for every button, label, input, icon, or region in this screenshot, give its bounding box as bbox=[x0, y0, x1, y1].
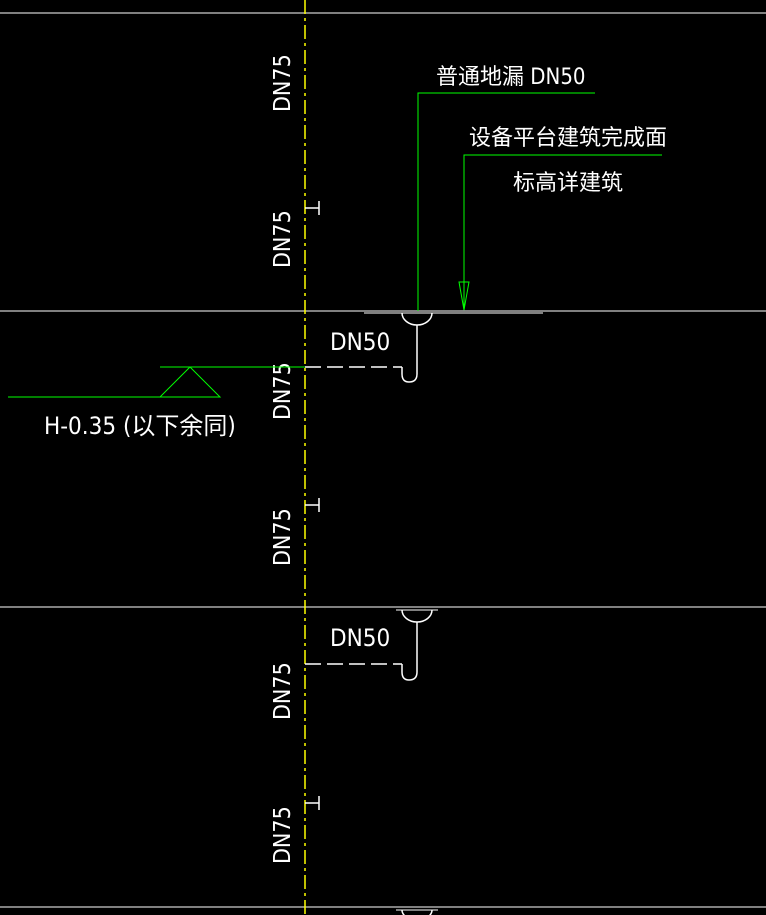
riser-dn-label-2: DN75 bbox=[270, 210, 296, 268]
cleanout-marker-3 bbox=[305, 796, 320, 810]
riser-dn-label-6: DN75 bbox=[270, 806, 296, 864]
platform-note-line1: 设备平台建筑完成面 bbox=[469, 126, 667, 151]
elevation-symbol bbox=[8, 366, 305, 398]
cleanout-markers bbox=[305, 201, 320, 810]
riser-dn-label-3: DN75 bbox=[270, 362, 296, 420]
riser-dn-labels: DN75 DN75 DN75 DN75 DN75 DN75 bbox=[270, 54, 296, 864]
floor-drain-leader bbox=[417, 92, 595, 311]
floor-drain-branch-2 bbox=[305, 609, 438, 681]
elevation-label: H-0.35 (以下余同) bbox=[44, 412, 236, 440]
floor-drain-branch-3 bbox=[396, 909, 438, 915]
floor-drain-branch-1 bbox=[305, 312, 543, 383]
floor-drain-icon bbox=[401, 312, 433, 326]
cleanout-marker-2 bbox=[305, 498, 320, 512]
platform-note-leader bbox=[458, 154, 662, 311]
p-trap-icon bbox=[401, 325, 418, 383]
riser-dn-label-4: DN75 bbox=[270, 508, 296, 566]
floor-drain-label: 普通地漏 DN50 bbox=[436, 65, 586, 90]
floor-lines bbox=[0, 12, 766, 908]
floor-drain-icon-3 bbox=[401, 909, 433, 915]
riser-dn-label-5: DN75 bbox=[270, 662, 296, 720]
branch-dn-label-2: DN50 bbox=[330, 624, 390, 652]
p-trap-icon-2 bbox=[401, 622, 418, 681]
riser-dn-label-1: DN75 bbox=[270, 54, 296, 112]
branch-dn-label-1: DN50 bbox=[330, 328, 390, 356]
platform-note-line2: 标高详建筑 bbox=[513, 171, 623, 196]
arrow-down-icon bbox=[458, 281, 470, 311]
cleanout-marker-1 bbox=[305, 201, 320, 215]
floor-drain-icon-2 bbox=[401, 609, 433, 623]
